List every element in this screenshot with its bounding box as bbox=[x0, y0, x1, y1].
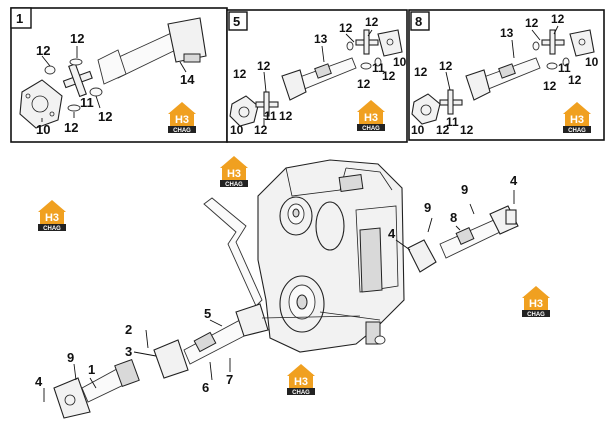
svg-text:10: 10 bbox=[230, 123, 244, 137]
spider-cross bbox=[44, 58, 103, 112]
svg-text:12: 12 bbox=[460, 123, 474, 137]
svg-text:4: 4 bbox=[35, 374, 43, 389]
svg-text:CHAG: CHAG bbox=[568, 128, 586, 134]
flange-yoke bbox=[229, 95, 259, 127]
drive-shaft-middle bbox=[133, 303, 361, 381]
svg-text:CHAG: CHAG bbox=[292, 390, 310, 396]
svg-text:9: 9 bbox=[461, 182, 468, 197]
svg-text:10: 10 bbox=[36, 122, 50, 137]
svg-text:12: 12 bbox=[543, 79, 557, 93]
svg-text:11: 11 bbox=[264, 109, 277, 123]
svg-text:2: 2 bbox=[125, 322, 132, 337]
svg-text:7: 7 bbox=[226, 372, 233, 387]
svg-text:12: 12 bbox=[436, 123, 450, 137]
svg-text:12: 12 bbox=[414, 65, 428, 79]
svg-text:13: 13 bbox=[500, 26, 514, 40]
svg-text:12: 12 bbox=[525, 16, 539, 30]
svg-text:5: 5 bbox=[204, 306, 211, 321]
svg-text:4: 4 bbox=[388, 226, 396, 241]
svg-text:12: 12 bbox=[357, 77, 371, 91]
svg-text:12: 12 bbox=[568, 73, 582, 87]
svg-text:12: 12 bbox=[36, 43, 50, 58]
flange-yoke bbox=[19, 79, 63, 129]
svg-text:5: 5 bbox=[233, 14, 240, 29]
svg-text:11: 11 bbox=[558, 61, 571, 75]
svg-text:CHAG: CHAG bbox=[173, 128, 191, 134]
svg-text:11: 11 bbox=[80, 95, 94, 110]
svg-text:H3: H3 bbox=[45, 212, 59, 224]
spider-cross bbox=[439, 29, 570, 115]
svg-text:12: 12 bbox=[257, 59, 271, 73]
drive-shaft-lower bbox=[43, 358, 140, 419]
svg-text:12: 12 bbox=[233, 67, 247, 81]
svg-text:6: 6 bbox=[202, 380, 209, 395]
watermark-logo: H3 CHAG bbox=[357, 100, 385, 132]
svg-text:4: 4 bbox=[510, 173, 518, 188]
svg-text:H3: H3 bbox=[529, 298, 543, 310]
svg-text:11: 11 bbox=[446, 115, 459, 129]
inset-number: 1 bbox=[16, 11, 23, 26]
spider-cross bbox=[255, 29, 382, 117]
watermark-logo: H3 CHAG bbox=[522, 286, 550, 318]
svg-text:CHAG: CHAG bbox=[527, 312, 545, 318]
svg-text:11: 11 bbox=[372, 61, 385, 75]
svg-text:10: 10 bbox=[585, 55, 599, 69]
gearbox bbox=[203, 159, 405, 353]
shaft-assembly bbox=[281, 29, 403, 101]
inset-5: 5 13 12 12 12 12 10 bbox=[226, 9, 408, 143]
shaft-assembly bbox=[465, 29, 595, 101]
flange-yoke bbox=[411, 93, 441, 125]
svg-text:3: 3 bbox=[125, 344, 132, 359]
svg-text:H3: H3 bbox=[227, 168, 241, 180]
svg-text:12: 12 bbox=[551, 12, 565, 26]
svg-text:9: 9 bbox=[424, 200, 431, 215]
drive-shaft-upper bbox=[395, 190, 519, 273]
svg-text:10: 10 bbox=[393, 55, 407, 69]
svg-text:12: 12 bbox=[254, 123, 268, 137]
svg-text:CHAG: CHAG bbox=[43, 226, 61, 232]
watermark-logo: H3 CHAG bbox=[287, 364, 315, 396]
svg-text:8: 8 bbox=[415, 14, 422, 29]
svg-text:CHAG: CHAG bbox=[225, 182, 243, 188]
inset-8: 8 13 12 12 12 12 10 11 bbox=[408, 9, 605, 141]
svg-text:H3: H3 bbox=[570, 114, 584, 126]
svg-text:12: 12 bbox=[365, 15, 379, 29]
svg-text:12: 12 bbox=[64, 120, 78, 135]
svg-text:H3: H3 bbox=[175, 114, 189, 126]
watermark-logo: H3 CHAG bbox=[563, 102, 591, 134]
svg-text:1: 1 bbox=[88, 362, 95, 377]
svg-text:12: 12 bbox=[70, 31, 84, 46]
svg-text:12: 12 bbox=[98, 109, 112, 124]
svg-text:12: 12 bbox=[439, 59, 453, 73]
watermark-logo: H3 CHAG bbox=[220, 156, 248, 188]
svg-text:9: 9 bbox=[67, 350, 74, 365]
svg-text:H3: H3 bbox=[364, 112, 378, 124]
inset-1: 1 12 bbox=[10, 7, 228, 143]
watermark-logo: H3 CHAG bbox=[38, 200, 66, 232]
svg-text:H3: H3 bbox=[294, 376, 308, 388]
svg-text:10: 10 bbox=[411, 123, 425, 137]
svg-text:8: 8 bbox=[450, 210, 457, 225]
svg-text:12: 12 bbox=[279, 109, 293, 123]
svg-text:13: 13 bbox=[314, 32, 328, 46]
svg-text:14: 14 bbox=[180, 72, 195, 87]
watermark-logo: H3 CHAG bbox=[168, 102, 196, 134]
shaft-assembly bbox=[97, 17, 207, 85]
svg-text:12: 12 bbox=[382, 69, 396, 83]
svg-text:12: 12 bbox=[339, 21, 353, 35]
svg-text:CHAG: CHAG bbox=[362, 126, 380, 132]
